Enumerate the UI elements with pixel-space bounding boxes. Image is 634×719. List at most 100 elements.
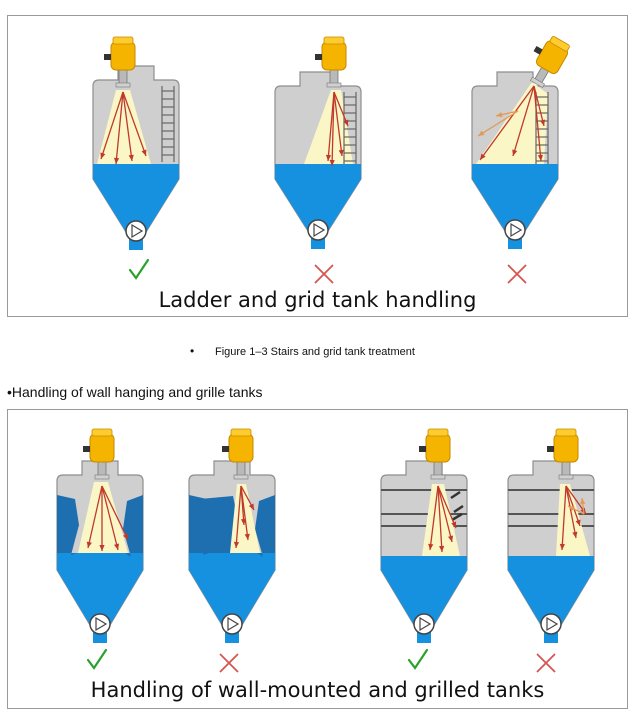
sensor-cable-gland [315,54,322,60]
pump-arrow [227,616,240,632]
beam-arrow [122,91,147,157]
beam-arrow [565,485,581,527]
arrow-head [480,153,486,160]
arrow-head [496,112,503,118]
sensor-flange [236,461,246,477]
beam-arrow [437,485,443,553]
radar-level-sensor [83,428,115,480]
sensor-mount [430,474,446,480]
tank-liquid [275,164,361,231]
arrow-head [512,149,518,156]
wall-buildup [189,496,238,553]
beam-arrow [479,85,535,161]
arrow-head [141,149,147,156]
tank-grille-incorrect [507,428,595,643]
wall-buildup [123,495,143,557]
beam-arrow [235,485,242,549]
figure-caption-text: Figure 1–3 Stairs and grid tank treatmen… [215,346,415,358]
beam-arrow [437,485,453,543]
sensor-mount [233,474,249,480]
arrow-head [123,533,128,540]
beam-arrow [327,91,335,162]
section-heading: •Handling of wall hanging and grille tan… [7,384,263,400]
tank-liquid [189,553,275,625]
pump-arrow [419,616,432,632]
arrow-head [248,503,254,510]
sensor-mount [94,474,110,480]
radar-beam [476,82,548,164]
sensor-cap [549,36,570,52]
beam-arrow [533,85,545,127]
beam-arrow [565,485,577,539]
beam-arrow [533,85,542,162]
sensor-housing [553,433,579,463]
sensor-cap [555,428,577,437]
sensor-housing [321,41,347,71]
ladder [161,86,175,162]
cross-mark-icon [536,653,556,673]
arrow-head [478,130,485,136]
radar-level-sensor [547,428,579,480]
beam-arrow [331,91,335,167]
arrow-head [100,152,106,159]
wall-grille-illustration [56,428,595,673]
beam-arrow [333,91,343,157]
tank-liquid [508,556,594,625]
tank-liquid [472,164,558,231]
sensor-flange [561,461,571,477]
cross-mark-icon [314,264,334,284]
radar-level-sensor [222,428,254,480]
sensor-cable-gland [222,446,229,452]
cross-stroke [536,653,556,673]
arrow-head [240,518,247,525]
sensor-cable-gland [547,446,554,452]
sensor-flange [97,461,107,477]
beam-arrow [437,485,457,529]
cross-mark-icon [219,653,239,673]
sensor-cable-gland [104,54,111,60]
check-mark-icon [128,258,150,280]
tank-liquid [381,556,467,625]
tank-liquid [93,164,179,232]
arrow-head [128,154,134,161]
radar-level-sensor [315,36,347,88]
sensor-flange [118,69,128,85]
pump-arrow [131,223,144,239]
sensor-cap [112,36,134,45]
sensor-cap [323,36,345,45]
ladder-grid-illustration [92,36,570,284]
ladder-grid-caption: Ladder and grid tank handling [158,288,477,312]
check-mark-icon [407,648,429,670]
arrow-head [329,159,335,166]
sensor-cap [427,428,449,437]
wall-buildup [255,495,275,557]
cross-stroke [507,264,527,284]
cross-mark-icon [507,264,527,284]
radar-level-sensor [104,36,136,88]
sensor-housing [425,433,451,463]
sensor-housing [228,433,254,463]
figure-caption-bullet: • [190,344,195,358]
tank-wall-buildup-correct [56,428,144,643]
arrow-head [537,154,544,161]
tank-grille-correct [380,428,468,643]
arrow-head [575,519,581,526]
arrow-head [325,154,332,161]
sensor-mount [326,82,342,88]
arrow-head [99,545,105,551]
beam-arrow [87,485,103,549]
figure-caption: • Figure 1–3 Stairs and grid tank treatme… [190,344,415,358]
pump-arrow [510,222,523,238]
tank-ladder-correct [92,36,180,250]
sensor-cable-gland [419,446,426,452]
sensor-cable-gland [533,45,543,55]
beam-arrow [512,85,535,157]
sensor-mount [115,82,131,88]
sensor-cable-gland [83,446,90,452]
beam-arrow [101,485,119,551]
sensor-cap [91,428,113,437]
arrow-head [568,506,575,512]
wall-grille-figure-panel: Handling of wall-mounted and grilled tan… [7,409,628,709]
pump-arrow [95,616,108,632]
arrow-head [343,119,349,126]
